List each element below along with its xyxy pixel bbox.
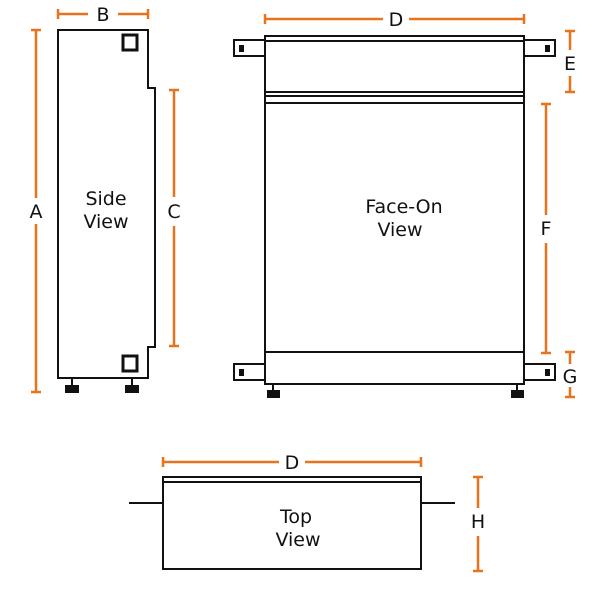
dimension-b-label: B	[96, 4, 109, 26]
dimension-a	[31, 28, 41, 394]
face-on-left-foot	[267, 384, 280, 398]
side-view-label-line2: View	[83, 211, 128, 233]
dimension-d-face-label: D	[389, 9, 404, 31]
side-view-right-foot	[125, 378, 139, 393]
dimension-f	[541, 102, 551, 355]
side-view-top-bracket	[121, 33, 139, 52]
dimension-g	[565, 350, 575, 399]
face-on-bottom-left-bracket	[233, 363, 266, 381]
side-view	[57, 29, 156, 393]
face-on-body	[264, 35, 525, 385]
top-view	[129, 476, 455, 570]
dimension-b	[56, 9, 150, 19]
face-on-view	[233, 35, 556, 398]
face-on-label-line2: View	[377, 219, 422, 241]
dimension-d-top	[161, 457, 423, 467]
top-view-body	[162, 476, 422, 570]
face-on-top-left-bracket	[233, 39, 266, 57]
dimension-h-label: H	[471, 511, 485, 533]
top-view-label-line1: Top	[279, 506, 312, 528]
dimension-e	[565, 29, 575, 94]
top-view-label-line2: View	[275, 529, 320, 551]
side-view-bottom-bracket	[121, 354, 139, 373]
dimension-c	[169, 88, 179, 348]
face-on-bottom-right-bracket	[523, 363, 556, 381]
dimension-g-label: G	[563, 366, 578, 388]
dimension-h	[473, 475, 483, 573]
face-on-label-line1: Face-On	[365, 196, 442, 218]
face-on-top-right-bracket	[523, 39, 556, 57]
dimension-c-label: C	[167, 201, 180, 223]
side-view-label-line1: Side	[85, 188, 126, 210]
side-view-left-foot	[65, 378, 79, 393]
dimension-d-top-label: D	[285, 452, 300, 474]
dimension-d-face	[263, 14, 526, 24]
side-view-body	[57, 29, 156, 379]
dimension-e-label: E	[564, 53, 576, 75]
dimension-f-label: F	[541, 218, 552, 240]
dimension-a-label: A	[30, 201, 43, 223]
face-on-right-foot	[511, 384, 524, 398]
